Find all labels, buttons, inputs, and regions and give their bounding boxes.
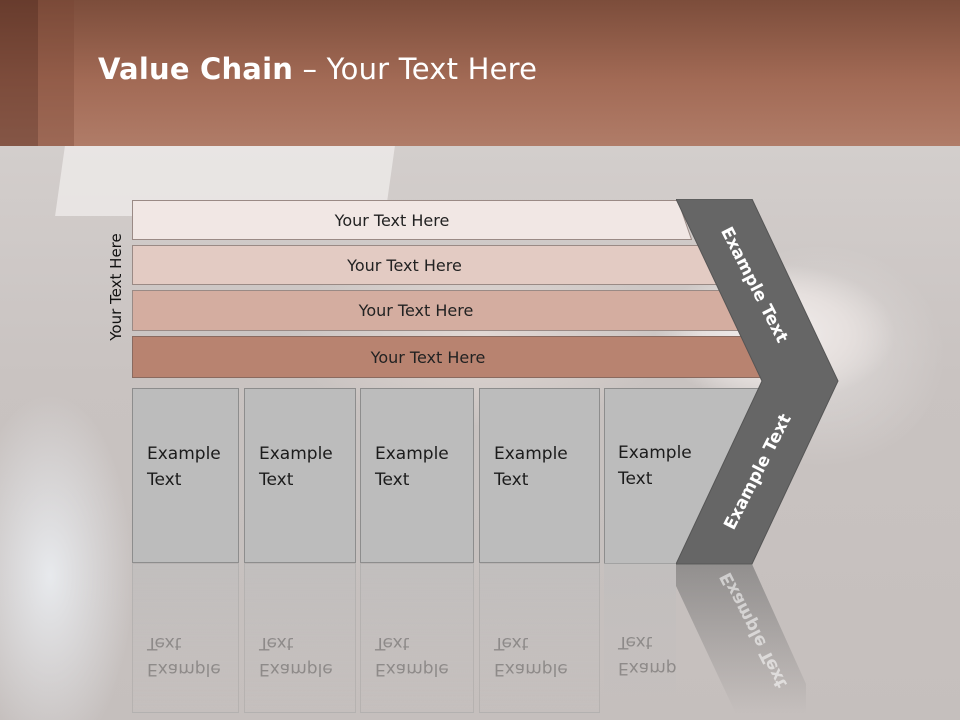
activity-cell-2: Example Text — [244, 388, 356, 563]
reflection-cell-1: Example Text — [132, 563, 239, 713]
support-bar-3-label: Your Text Here — [358, 301, 474, 320]
activity-cell-1-label: Example Text — [147, 444, 221, 490]
reflection-cell-3: Example Text — [360, 563, 474, 713]
margin-chevron — [676, 199, 839, 565]
reflection-cell-4: Example Text — [479, 563, 600, 713]
activity-cell-4-label: Example Text — [494, 444, 568, 490]
support-bar-3: Your Text Here — [132, 290, 740, 331]
activity-cell-3: Example Text — [360, 388, 474, 563]
activity-cell-5: Example Text — [604, 388, 694, 563]
support-bar-4: Your Text Here — [132, 336, 764, 378]
reflection-cell-2: Example Text — [244, 563, 356, 713]
support-bar-4-label: Your Text Here — [370, 347, 486, 367]
title-bold: Value Chain — [98, 52, 294, 86]
title-rest: – Your Text Here — [293, 52, 538, 86]
activity-cell-2-label: Example Text — [259, 444, 333, 490]
reflection-cell-2-label: Example Text — [259, 633, 333, 679]
support-bar-1: Your Text Here — [132, 200, 692, 240]
header-band — [0, 0, 960, 146]
support-bar-2: Your Text Here — [132, 245, 717, 285]
support-bar-1-label: Your Text Here — [334, 210, 450, 230]
support-bar-1-shape — [132, 200, 692, 240]
reflection-cell-4-label: Example Text — [494, 633, 568, 679]
activity-cell-4: Example Text — [479, 388, 600, 563]
activity-cell-1: Example Text — [132, 388, 239, 563]
reflection-chevron — [676, 564, 806, 714]
slide-title: Value Chain – Your Text Here — [98, 52, 537, 96]
support-bar-2-label: Your Text Here — [347, 255, 462, 275]
reflection-cell-5: Example Text — [604, 563, 676, 713]
header-stripe-dark — [0, 0, 38, 146]
header-stripe-light — [38, 0, 74, 146]
reflection-cell-3-label: Example Text — [375, 633, 449, 679]
activity-cell-5-label: Example Text — [618, 443, 692, 489]
activity-cell-3-label: Example Text — [375, 444, 449, 490]
side-label: Your Text Here — [107, 233, 125, 341]
reflection-cell-1-label: Example Text — [147, 633, 221, 679]
reflection-cell-5-label: Example Text — [618, 632, 676, 678]
